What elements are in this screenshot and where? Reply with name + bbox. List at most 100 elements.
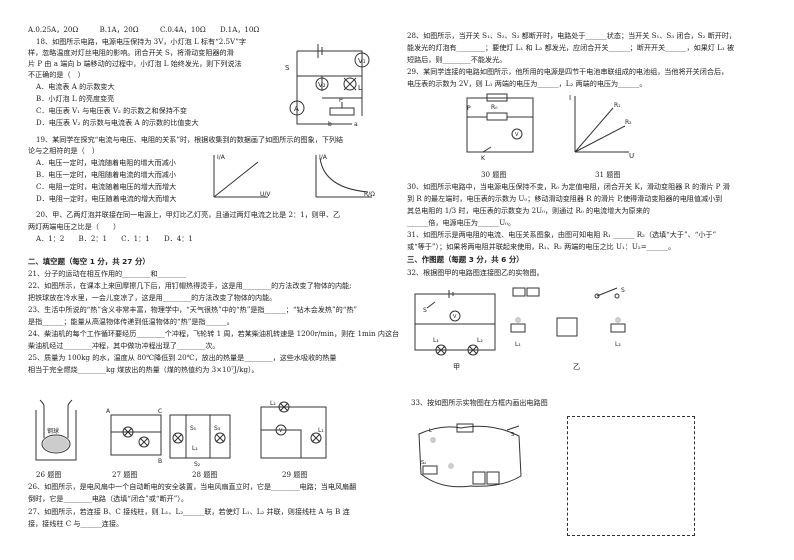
left-column: A.0.25A，20Ω B.1A，20Ω C.0.4A，10Ω D.1A，10Ω…	[28, 25, 400, 528]
svg-text:L₂: L₂	[615, 341, 621, 348]
fig27-label: 27 题图	[112, 470, 138, 479]
q24-line: 24、柴油机的每个工作循环要经历________个冲程，飞轮转 1 周，若某柴油…	[28, 329, 400, 338]
graph31-ylabel: I	[569, 94, 571, 102]
fig30-circuit: R₀ K V P	[466, 93, 534, 162]
q19-line: 论与之相符的是（ ）	[28, 146, 99, 155]
q27-line: 接，接线柱 C 与______连接。	[28, 519, 124, 528]
svg-text:P: P	[467, 105, 471, 112]
fig32-yi-label: 乙	[573, 362, 581, 371]
svg-text:P: P	[339, 97, 343, 104]
svg-text:L₁: L₁	[515, 341, 521, 348]
q23-line: 是指______；能量从高温物体传递到低温物体的“热”是指______。	[28, 317, 234, 326]
svg-text:a: a	[354, 121, 358, 128]
q18-option-a: A．电流表 A 的示数变大	[36, 82, 115, 91]
q19-line: 19、某同学在探究“电流与电压、电阻的关系”时，根据收集到的数据画了如图所示的图…	[36, 135, 344, 144]
graph19a-xlabel: U/V	[260, 191, 271, 198]
q19-graph-current-resistance: I/A R/Ω	[315, 154, 375, 198]
q28-line: 能发光的灯泡有________；要使灯 L₁ 和 L₂ 都发光，应闭合开关___…	[407, 43, 735, 52]
svg-text:钢球: 钢球	[47, 427, 59, 435]
svg-text:L₂: L₂	[477, 337, 483, 344]
q28-line: 短路后，则________不能发光。	[407, 55, 507, 64]
q29-line: 电压表的示数为 2V，则 L₁ 两端的电压为______，L₂ 两端的电压为__…	[407, 79, 647, 88]
svg-text:S₁: S₁	[190, 425, 197, 432]
fig28-label: 28 题图	[192, 470, 218, 479]
q18-line: 18、如图所示电路，电源电压保持为 3V，小灯泡 L 标有“2.5V”字	[36, 37, 247, 46]
graph31-r1-label: R₁	[614, 102, 621, 109]
q18-option-d: D．电压表 V₂ 的示数与电流表 A 的示数的比值变大	[36, 118, 199, 127]
svg-text:S: S	[285, 64, 290, 72]
fig32-components-yi: L₁ L₂ S	[510, 287, 626, 348]
q30-line: 30、如图所示电路中，当电源电压保持不变，R₀ 为定值电阻，闭合开关 K，滑动变…	[407, 182, 730, 191]
svg-text:B: B	[158, 458, 162, 465]
q20-line: 20、甲、乙两灯泡并联接在同一电源上，甲灯比乙灯亮，且通过两灯电流之比是 2：1…	[36, 210, 341, 219]
q18-option-b: B．小灯泡 L 的亮度变亮	[36, 94, 115, 103]
svg-text:L₁: L₁	[318, 427, 324, 434]
q20-options: A．1：2 B．2：1 C．1：1 D．4：1	[36, 234, 193, 243]
svg-text:L₁: L₁	[192, 445, 198, 452]
svg-text:R₀: R₀	[491, 104, 498, 111]
fig28-circuit: S₁ S₃ L₁ S₂	[169, 414, 231, 468]
svg-text:S₂: S₂	[421, 460, 426, 466]
q30-line: 到 R 的最左端时，电压表的示数为 U₀；移动滑动变阻器 R 的滑片 P,使得滑…	[407, 194, 723, 203]
q31-line: 31、如图所示是两电阻的电流、电压关系图象，由图可知电阻 R₁ ______ R…	[407, 230, 717, 239]
q25-line: 相当于完全燃烧________kg 煤放出的热量（煤的热值约为 3×10⁷J/k…	[28, 365, 259, 374]
svg-text:C: C	[158, 408, 162, 415]
q21: 21、分子的运动在相互作用的________和________	[28, 269, 186, 278]
q18-line: 片 P 由 a 端向 b 端移动的过程中，小灯泡 L 始终发光，则下列说法	[28, 59, 242, 68]
q28-line: 28、如图所示，当开关 S₁、S₂、S₃ 都断开时，电路处于______状态；当…	[407, 31, 736, 40]
svg-text:V: V	[515, 132, 519, 138]
fig32-circuit-jia: V S L₁ L₂	[414, 290, 496, 356]
graph31-r2-label: R₂	[625, 119, 632, 126]
q17-options: A.0.25A，20Ω B.1A，20Ω C.0.4A，10Ω D.1A，10Ω	[28, 25, 260, 34]
graph19b-xlabel: R/Ω	[364, 191, 375, 198]
q33: 33、按如图所示实物图在方框内画出电路图	[411, 398, 548, 407]
q31-line: 或“等于”）；如果将两电阻并联起来使用，R₁、R₂ 两端的电压之比 U₁：U₂=…	[407, 242, 676, 251]
q18-line: 样，忽略温度对灯丝电阻的影响。闭合开关 S，将滑动变阻器的滑	[28, 48, 234, 57]
svg-text:V₂: V₂	[318, 81, 326, 89]
q20-line: 两灯两端电压之比是（ ）	[28, 222, 121, 231]
q24-line: 柴油机经过________冲程，其中做功冲程出现了________次。	[28, 341, 220, 350]
q18-circuit-diagram: V₁ V₂ L A S P b a	[285, 44, 370, 128]
graph31-xlabel: U	[629, 152, 634, 160]
q26-line: 倒时，它是________电路（选填“闭合”或“断开”）。	[28, 494, 188, 503]
svg-text:L: L	[429, 428, 432, 434]
svg-text:L₁: L₁	[433, 337, 439, 344]
svg-text:L: L	[358, 84, 362, 92]
svg-text:A: A	[294, 105, 299, 113]
svg-text:K: K	[481, 155, 486, 162]
q22-line: 把铁球放在冷水里，一会儿变凉了，这是用________的方法改变了物体的内能。	[28, 293, 277, 302]
q19-option-c: C．电阻一定时，电流随着电压的增大而增大	[36, 182, 177, 191]
q22-line: 22、如图所示，在课本上来回摩擦几下后，用钉帽热得烫手，这是用________的…	[28, 281, 352, 290]
q27-line: 27、如图所示，若连接 B、C 接线柱，则 L₁、L₂______联，若使灯 L…	[28, 507, 350, 516]
svg-text:V: V	[279, 428, 283, 434]
section3-title: 三、作图题（每题 3 分，共 6 分）	[407, 255, 524, 264]
fig26-beaker: 钢球	[35, 399, 77, 461]
q19-graph-current-voltage: I/A U/V	[213, 154, 271, 198]
svg-text:L₂: L₂	[270, 400, 276, 407]
q18-option-c: C．电压表 V₁ 与电压表 V₂ 的示数之和保持不变	[36, 106, 187, 115]
svg-text:S: S	[423, 307, 427, 314]
svg-text:V₁: V₁	[358, 57, 366, 65]
answer-box	[567, 416, 695, 536]
q25-line: 25、质量为 100kg 的水，温度从 80℃降低到 20℃，放出的热量是___…	[28, 353, 337, 362]
fig30-label: 30 题图	[481, 170, 507, 179]
svg-text:S: S	[621, 287, 625, 294]
svg-text:V: V	[453, 314, 457, 320]
svg-text:A: A	[106, 408, 111, 415]
q23-line: 23、生活中所说的“热”含义非常丰富，物理学中，“天气很热”中的“热”是指___…	[28, 305, 358, 314]
fig29-label: 29 题图	[282, 470, 308, 479]
q33-physical-circuit: L S S₂	[418, 423, 522, 488]
q32: 32、根据图甲的电路图连接图乙的实物图。	[407, 268, 544, 277]
q19-option-b: B．电压一定时，电阻随着电流的增大而减小	[36, 170, 176, 179]
graph19b-ylabel: I/A	[319, 154, 328, 161]
q18-line: 不正确的是（ ）	[28, 70, 85, 79]
fig31-graph: I U R₁ R₂	[569, 94, 634, 160]
svg-text:S₃: S₃	[214, 425, 221, 432]
right-column: 28、如图所示，当开关 S₁、S₂、S₃ 都断开时，电路处于______状态；当…	[397, 0, 794, 560]
q30-line: 其总电阻的 1/3 时，电压表的示数变为 2U₀，则通过 R₀ 的电流增大为原来…	[407, 206, 650, 215]
graph19a-ylabel: I/A	[217, 154, 226, 161]
q30-line: ______倍，电源电压为______U₀。	[407, 218, 516, 227]
svg-text:S₂: S₂	[194, 461, 201, 468]
fig32-jia-label: 甲	[453, 362, 461, 371]
svg-text:S: S	[511, 432, 514, 438]
